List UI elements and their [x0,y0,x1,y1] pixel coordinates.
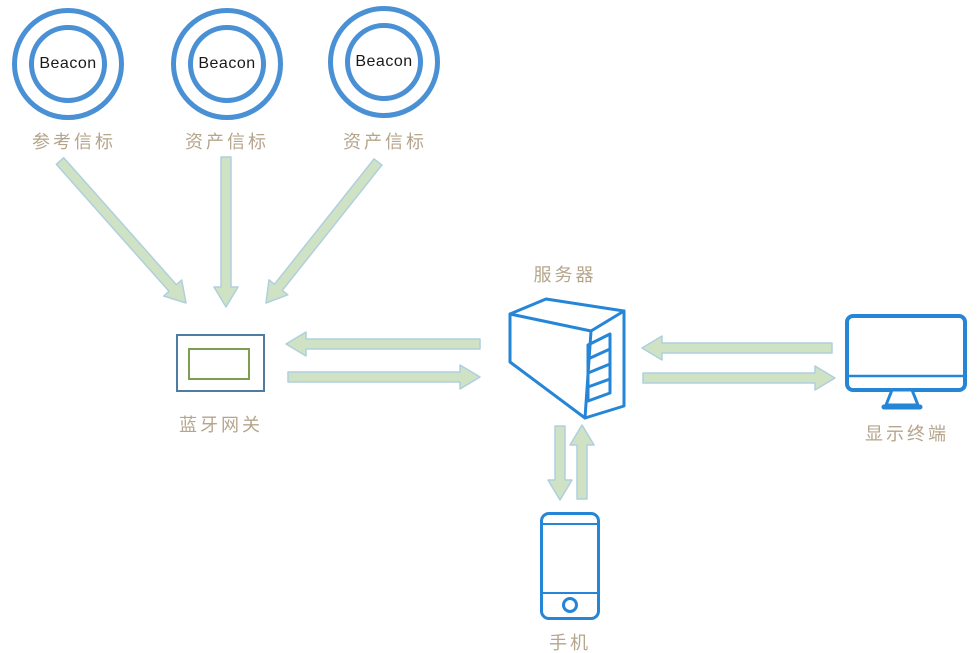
server-vent-slats [586,347,612,389]
gateway-inner-screen [188,348,250,380]
phone-label: 手机 [549,633,591,653]
arrow-display-to-server [641,335,833,361]
arrow-beacon2-to-gateway [213,156,239,308]
phone-top-line [543,523,597,525]
beacon1-inner-ring: Beacon [29,25,107,103]
beacon3-icon: Beacon [328,6,440,118]
phone-bottom-line [543,592,597,594]
monitor-stand [884,388,920,407]
bluetooth-gateway-icon [176,334,265,392]
phone-icon [540,512,600,620]
display-label: 显示终端 [865,424,949,444]
arrow-server-to-display [642,365,836,391]
arrow-gateway-to-server [287,364,481,390]
beacon2-label: 资产信标 [185,132,269,152]
beacon2-inner-ring: Beacon [188,25,266,103]
arrow-beacon3-to-gateway [265,158,383,304]
beacon3-inner-ring: Beacon [345,23,423,101]
beacon2-text: Beacon [198,55,256,72]
arrow-phone-to-server [569,424,595,500]
arrow-server-to-gateway [285,331,481,357]
gateway-label: 蓝牙网关 [179,415,263,435]
beacon3-text: Beacon [355,53,413,70]
beacon2-icon: Beacon [171,8,283,120]
server-icon [508,297,626,420]
arrow-beacon1-to-gateway [55,156,187,304]
server-vent-panel [586,332,612,403]
arrow-server-to-phone [547,425,573,501]
beacon1-icon: Beacon [12,8,124,120]
beacon1-label: 参考信标 [32,132,116,152]
server-label: 服务器 [533,265,597,285]
beacon1-text: Beacon [39,55,97,72]
phone-home-button [562,597,578,613]
beacon3-label: 资产信标 [343,132,427,152]
display-terminal-icon [845,314,967,410]
